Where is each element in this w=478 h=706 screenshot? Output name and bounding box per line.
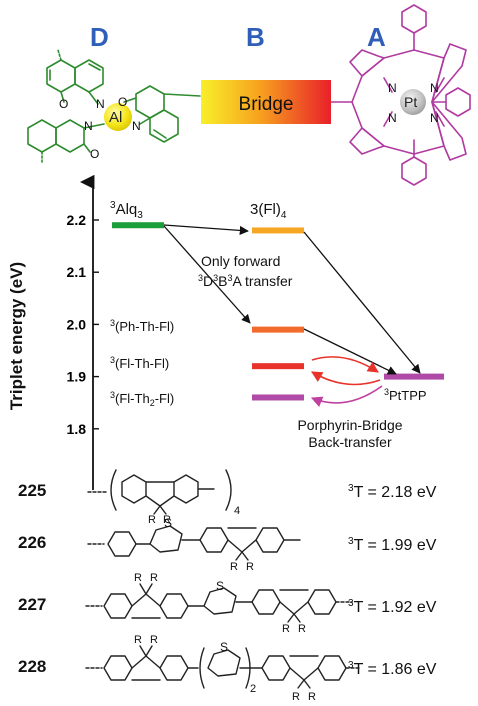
energy-225: 3T = 2.18 eV (348, 483, 437, 501)
r-225-b: R (163, 514, 171, 526)
structure-226 (87, 525, 301, 561)
level-label-fl-th2-fl: 3(Fl-Th2-Fl) (110, 390, 174, 408)
level-pttpp (384, 373, 444, 380)
forward-note-line2: 3D3B3A transfer (198, 273, 293, 289)
s-228: S (220, 640, 228, 654)
r-228-a: R (134, 634, 142, 646)
level-label-pttpp: 3PtTPP (384, 387, 427, 403)
arrow-phthfl-to-pttpp (303, 328, 397, 375)
bridge-box (201, 80, 331, 124)
s-226: S (164, 516, 172, 530)
arrow-red-forward (311, 356, 379, 373)
level-ph-th-fl (252, 326, 304, 333)
pt-center (400, 89, 426, 115)
level-fl4 (252, 227, 304, 234)
atom-n-3: N (132, 119, 141, 133)
compound-id-226: 226 (18, 533, 46, 552)
arrow-mag-back (310, 385, 383, 408)
level-alq3 (112, 222, 164, 229)
axis-ticks: 2.2 2.1 2.0 1.9 1.8 (67, 212, 99, 437)
arrow-alq3-to-fl4 (163, 224, 249, 235)
forward-arrows (163, 224, 421, 375)
compound-id-228: 228 (18, 657, 46, 676)
pttpp-molecule (349, 4, 471, 186)
back-note-line2: Back-transfer (308, 434, 392, 450)
atom-n-p1: N (388, 81, 397, 95)
compound-id-225: 225 (18, 481, 46, 500)
r-228-c: R (292, 691, 300, 703)
bridge-letter: B (246, 22, 265, 52)
r-226-a: R (230, 561, 238, 573)
alq3-heteroatoms: O N N O O N (59, 95, 141, 161)
r-228-d: R (308, 691, 316, 703)
axis-tick-label: 2.2 (67, 212, 87, 228)
r-227-c: R (282, 623, 290, 635)
energy-226: 3T = 1.99 eV (348, 536, 437, 554)
sub-228: 2 (250, 683, 256, 695)
atom-n-1: N (96, 97, 105, 111)
axis-label: Triplet energy (eV) (7, 262, 26, 410)
compound-energies: 3T = 2.18 eV 3T = 1.99 eV 3T = 1.92 eV 3… (348, 483, 437, 678)
atom-n-p3: N (388, 111, 397, 125)
pt-label: Pt (404, 94, 417, 110)
r-227-d: R (298, 623, 306, 635)
atom-o-1: O (59, 97, 68, 111)
axis-tick-label: 1.9 (67, 369, 87, 385)
level-label-fl-th-fl: 3(Fl-Th-Fl) (110, 355, 169, 371)
atom-n-p4: N (430, 111, 439, 125)
al-label: Al (109, 109, 122, 126)
r-227-b: R (150, 572, 158, 584)
arrow-alq3-to-phthfl (163, 225, 251, 324)
atom-o-3: O (118, 95, 127, 109)
arrow-fl4-to-pttpp (303, 231, 421, 374)
compound-labels: 225 226 227 228 (18, 481, 46, 676)
alq3-molecule (27, 49, 201, 165)
level-label-fl4: 3(Fl)4 (250, 201, 287, 221)
energy-228: 3T = 1.86 eV (348, 660, 437, 678)
acceptor-letter: A (367, 22, 386, 52)
s-227: S (216, 579, 224, 593)
level-fl-th-fl (252, 363, 304, 370)
energy-227: 3T = 1.92 eV (348, 598, 437, 616)
atom-n-2: N (84, 119, 93, 133)
sub-225: 4 (234, 505, 240, 517)
r-226-b: R (246, 561, 254, 573)
atom-o-2: O (90, 147, 99, 161)
forward-note-line1: Only forward (201, 253, 280, 269)
axis-tick-label: 2.1 (67, 264, 87, 280)
r-227-a: R (134, 572, 142, 584)
compound-id-227: 227 (18, 595, 46, 614)
axis-tick-label: 2.0 (67, 316, 87, 332)
r-225-a: R (148, 514, 156, 526)
back-transfer-arrows (310, 356, 383, 408)
pttpp-heteroatoms: N N N N (388, 81, 439, 125)
donor-letter: D (90, 22, 109, 52)
structure-227 (85, 583, 353, 623)
structure-228 (85, 645, 361, 689)
atom-n-p2: N (430, 81, 439, 95)
level-label-ph-th-fl: 3(Ph-Th-Fl) (110, 318, 174, 334)
level-label-alq3: 3Alq3 (110, 200, 143, 221)
level-fl-th2-fl (252, 394, 304, 401)
al-center (104, 103, 132, 131)
arrow-red-back (311, 371, 381, 386)
r-228-b: R (150, 634, 158, 646)
structure-225 (87, 469, 232, 515)
axis-tick-label: 1.8 (67, 421, 87, 437)
back-note-line1: Porphyrin-Bridge (297, 417, 402, 433)
bridge-label: Bridge (239, 94, 294, 115)
